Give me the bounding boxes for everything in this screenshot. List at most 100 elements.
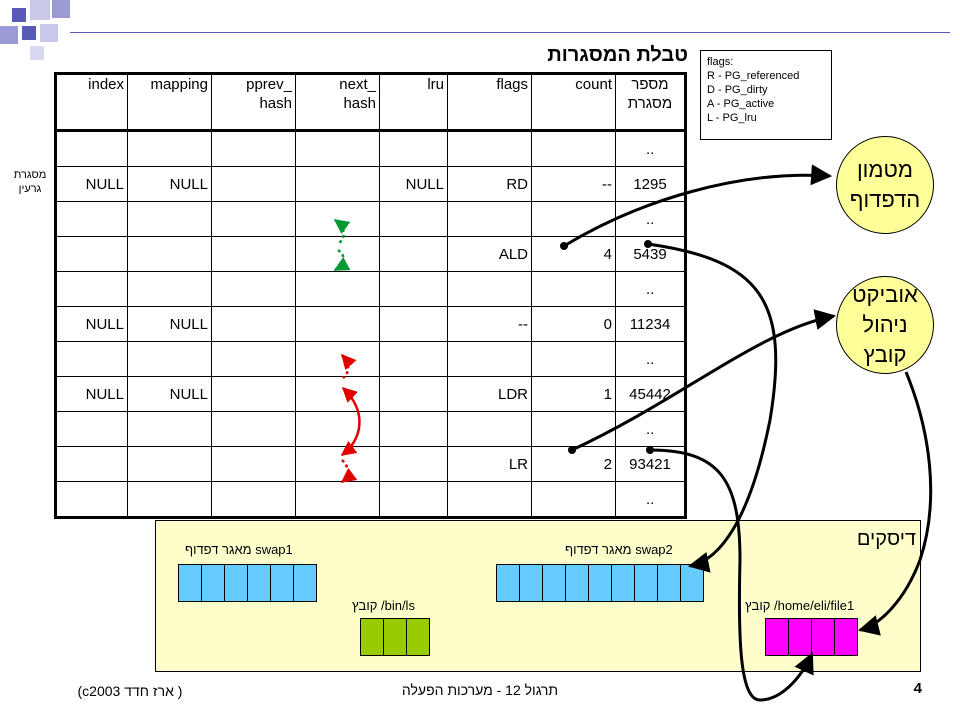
column-header-text: flags	[496, 76, 528, 93]
table-cell	[211, 201, 296, 237]
column-header: next_hash	[295, 73, 380, 132]
flags-legend-item: R - PG_referenced	[707, 70, 800, 82]
flags-legend: flags: R - PG_referenced D - PG_dirty A …	[700, 50, 832, 140]
table-cell: NULL	[127, 376, 212, 412]
table-row: ..	[55, 130, 686, 167]
storage-block	[657, 564, 681, 602]
table-cell: ALD	[447, 236, 532, 272]
column-header-text: pprev_	[246, 76, 292, 93]
table-cell: ..	[615, 201, 686, 237]
table-cell	[531, 201, 616, 237]
flags-legend-item: D - PG_dirty	[707, 84, 768, 96]
table-cell	[531, 130, 616, 167]
table-cell: ..	[615, 341, 686, 377]
table-cell	[55, 236, 128, 272]
copyright-footer: (c2003 ארז חדד )	[77, 683, 183, 699]
table-cell	[211, 236, 296, 272]
file1-label: קובץ /home/eli/file1	[745, 598, 855, 613]
column-header: count	[531, 73, 616, 132]
column-header: pprev_hash	[211, 73, 296, 132]
storage-block	[270, 564, 294, 602]
table-cell	[379, 481, 448, 518]
storage-block	[542, 564, 566, 602]
storage-block	[496, 564, 520, 602]
column-header-text: mapping	[150, 76, 208, 93]
storage-block	[406, 618, 430, 656]
column-header: mapping	[127, 73, 212, 132]
flags-legend-item: L - PG_lru	[707, 112, 757, 124]
column-header: index	[55, 73, 128, 132]
page-title: טבלת המסגרות	[547, 44, 688, 66]
table-cell	[211, 271, 296, 307]
table-cell	[447, 341, 532, 377]
binls-storage	[360, 618, 430, 656]
table-cell	[55, 201, 128, 237]
table-cell: 1	[531, 376, 616, 412]
storage-block	[765, 618, 789, 656]
table-cell	[295, 411, 380, 447]
table-cell	[295, 271, 380, 307]
storage-block	[834, 618, 858, 656]
flags-legend-item: A - PG_active	[707, 98, 775, 110]
table-cell	[127, 130, 212, 167]
table-cell: LDR	[447, 376, 532, 412]
table-cell: ..	[615, 411, 686, 447]
swap2-storage	[496, 564, 704, 602]
table-cell	[447, 271, 532, 307]
column-header-text: count	[575, 76, 612, 93]
table-cell	[447, 201, 532, 237]
table-row: ..	[55, 271, 686, 307]
storage-block	[680, 564, 704, 602]
table-cell	[127, 236, 212, 272]
table-cell	[447, 130, 532, 167]
storage-block	[611, 564, 635, 602]
top-rule	[70, 32, 950, 33]
page-cache-bubble: מטמון הדפדוף	[836, 136, 934, 234]
storage-block	[201, 564, 225, 602]
table-cell	[127, 481, 212, 518]
binls-label: קובץ /bin/ls	[352, 598, 415, 613]
table-cell	[55, 481, 128, 518]
table-cell	[211, 446, 296, 482]
storage-block	[565, 564, 589, 602]
storage-block	[178, 564, 202, 602]
storage-block	[519, 564, 543, 602]
storage-block	[811, 618, 835, 656]
table-cell	[211, 306, 296, 342]
table-row: ..	[55, 201, 686, 237]
table-cell: NULL	[127, 166, 212, 202]
table-cell: RD	[447, 166, 532, 202]
table-cell	[55, 341, 128, 377]
table-row: ..	[55, 411, 686, 447]
table-cell	[127, 411, 212, 447]
table-cell	[295, 130, 380, 167]
table-cell	[295, 481, 380, 518]
table-cell	[127, 341, 212, 377]
table-cell	[531, 341, 616, 377]
table-cell	[379, 411, 448, 447]
file-object-bubble: אוביקט ניהול קובץ	[836, 276, 934, 374]
table-cell	[55, 411, 128, 447]
storage-block	[588, 564, 612, 602]
kernel-frames-label: מסגרת גרעין	[13, 169, 47, 195]
table-cell: NULL	[55, 376, 128, 412]
table-cell	[211, 376, 296, 412]
column-header-text: hash	[343, 95, 376, 112]
table-cell	[211, 411, 296, 447]
table-cell	[55, 130, 128, 167]
table-cell	[295, 166, 380, 202]
storage-block	[634, 564, 658, 602]
file1-storage	[765, 618, 858, 656]
column-header-text: מספר	[631, 76, 669, 93]
table-cell	[295, 341, 380, 377]
column-header-text: index	[88, 76, 124, 93]
table-cell	[379, 446, 448, 482]
course-footer: תרגול 12 - מערכות הפעלה	[401, 682, 559, 698]
